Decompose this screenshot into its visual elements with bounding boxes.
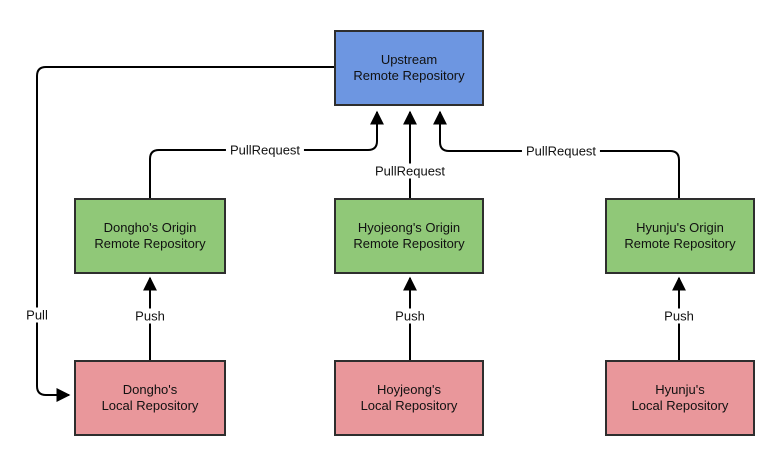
node-label-line2: Remote Repository bbox=[353, 68, 465, 83]
node-hyunju-local-repository: Hyunju's Local Repository bbox=[605, 360, 755, 436]
node-hoyjeong-local-repository: Hoyjeong's Local Repository bbox=[334, 360, 484, 436]
node-label-line2: Local Repository bbox=[101, 398, 199, 413]
node-label-line2: Remote Repository bbox=[353, 236, 465, 251]
node-label-line2: Remote Repository bbox=[624, 236, 736, 251]
node-label-line1: Dongho's bbox=[122, 382, 178, 397]
edge-label-pullrequest-hyojeong: PullRequest bbox=[370, 163, 450, 179]
node-label-line2: Local Repository bbox=[360, 398, 458, 413]
node-hyunju-origin-remote-repository: Hyunju's Origin Remote Repository bbox=[605, 198, 755, 274]
edge-pull bbox=[36, 66, 334, 402]
node-label-line1: Hyunju's bbox=[655, 382, 705, 397]
node-label-line1: Hyunju's Origin bbox=[636, 220, 724, 235]
edge-label-push-hoyjeong: Push bbox=[391, 308, 429, 324]
node-label-line1: Hyojeong's Origin bbox=[357, 220, 461, 235]
node-hyojeong-origin-remote-repository: Hyojeong's Origin Remote Repository bbox=[334, 198, 484, 274]
node-dongho-origin-remote-repository: Dongho's Origin Remote Repository bbox=[74, 198, 226, 274]
node-dongho-local-repository: Dongho's Local Repository bbox=[74, 360, 226, 436]
node-label-line1: Hoyjeong's bbox=[377, 382, 441, 397]
edge-label-push-dongho: Push bbox=[131, 308, 169, 324]
edge-label-pull: Pull bbox=[22, 307, 52, 323]
node-label-line1: Upstream bbox=[380, 52, 438, 67]
node-label-line2: Local Repository bbox=[631, 398, 729, 413]
edge-label-push-hyunju: Push bbox=[660, 308, 698, 324]
node-label-line2: Remote Repository bbox=[94, 236, 206, 251]
node-label-line1: Dongho's Origin bbox=[103, 220, 197, 235]
edge-label-pullrequest-hyunju: PullRequest bbox=[521, 143, 601, 159]
edge-label-pullrequest-dongho: PullRequest bbox=[225, 142, 305, 158]
node-upstream-remote-repository: Upstream Remote Repository bbox=[334, 30, 484, 106]
